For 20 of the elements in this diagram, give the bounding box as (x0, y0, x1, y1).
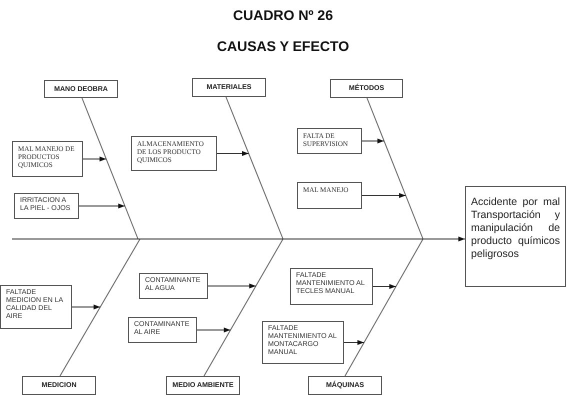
arrow (196, 328, 232, 332)
arrow (344, 340, 365, 345)
arrow (362, 138, 385, 144)
bone-line (344, 238, 424, 376)
spine-arrow (12, 236, 466, 242)
arrow (82, 156, 107, 162)
arrow (362, 193, 406, 198)
bone-line (204, 238, 284, 376)
bone-line (226, 96, 284, 240)
arrow (372, 284, 396, 289)
arrow (208, 284, 256, 288)
title: CUADRO Nº 26 (232, 6, 334, 24)
effect-box: Accidente por mal Transportación y manipulación de producto químicos peligrosos (465, 186, 566, 287)
bone-line (366, 98, 424, 240)
bone-line (82, 98, 138, 240)
arrow (72, 304, 101, 310)
arrow (216, 151, 250, 156)
bone-line (60, 238, 140, 376)
subtitle: CAUSAS Y EFECTO (216, 37, 350, 55)
arrow (78, 204, 126, 208)
